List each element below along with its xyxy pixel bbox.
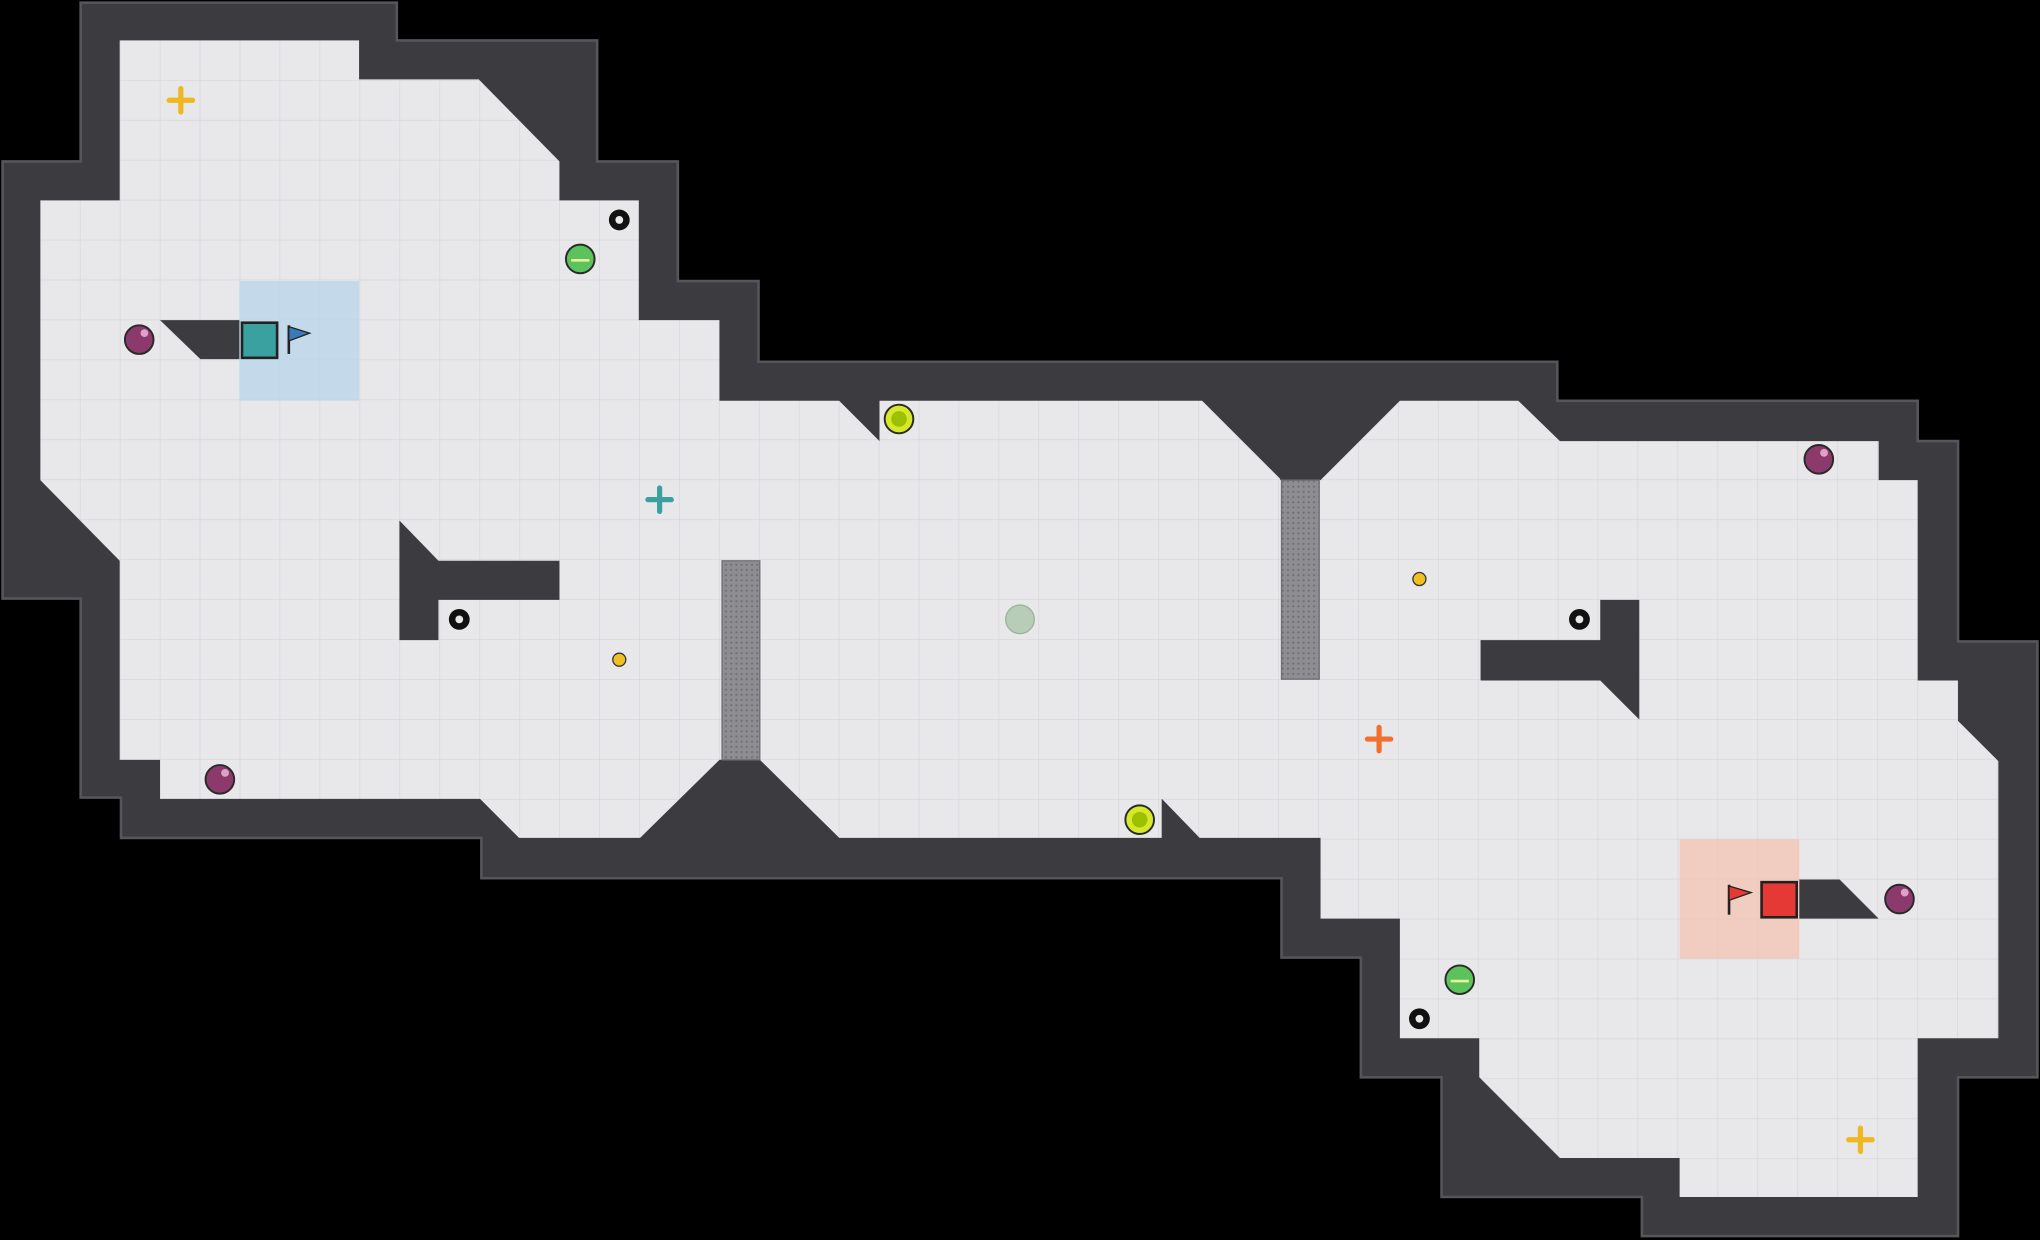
powerup-blue-icon <box>645 485 674 514</box>
gray-gate <box>1280 479 1320 680</box>
red-team-tile-icon <box>1760 880 1799 919</box>
spike <box>1569 608 1590 630</box>
bomb <box>204 764 236 795</box>
blue-team-tile-icon <box>240 321 279 360</box>
spike <box>1409 1008 1430 1030</box>
bomb <box>1803 444 1835 475</box>
team-boost <box>1444 964 1476 996</box>
powerup-neutral-icon <box>1846 1125 1875 1155</box>
bomb <box>123 324 155 355</box>
small-dot <box>612 652 627 667</box>
red-flag-icon <box>1727 884 1754 915</box>
blue-flag-icon <box>287 325 312 354</box>
team-boost <box>564 243 596 275</box>
spike <box>608 209 630 231</box>
boost <box>883 403 915 435</box>
gray-gate <box>721 560 761 761</box>
boost <box>1124 804 1155 835</box>
portal <box>1005 604 1035 635</box>
bomb <box>1884 883 1915 915</box>
spike <box>448 608 470 630</box>
powerup-red-icon <box>1364 724 1394 754</box>
powerup-neutral-icon <box>166 85 196 115</box>
small-dot <box>1412 571 1427 587</box>
